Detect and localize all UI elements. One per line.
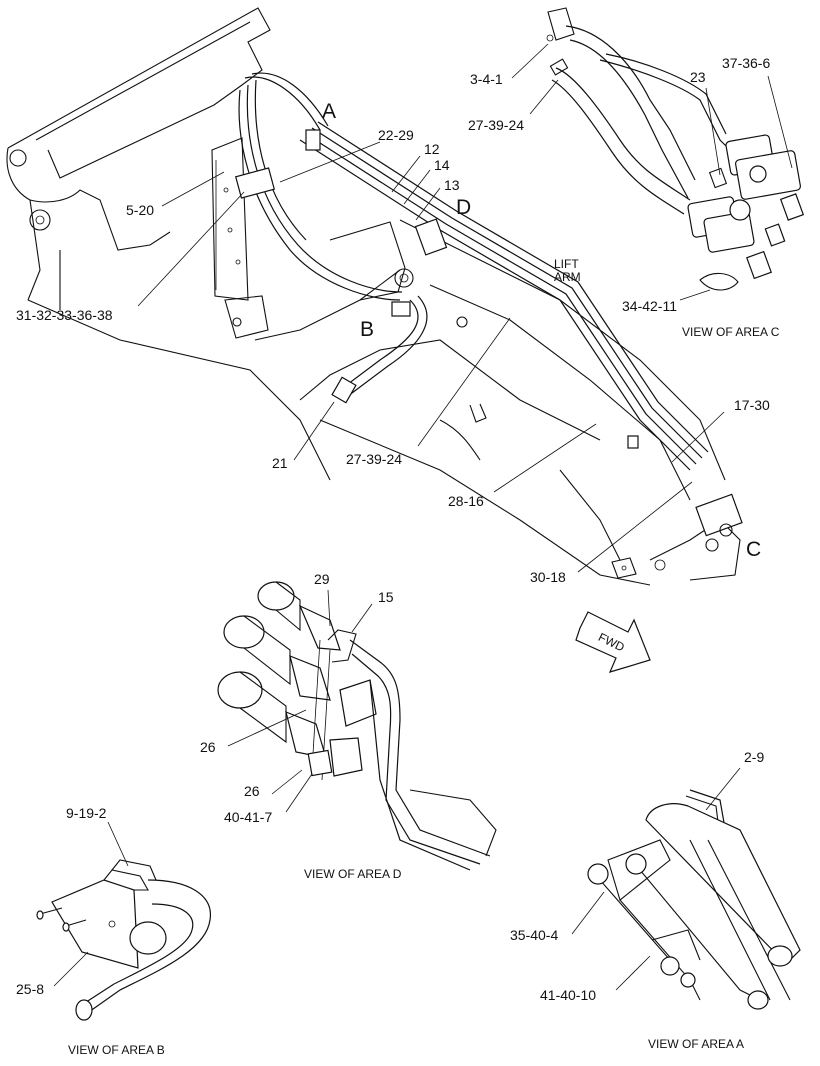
callout-22-29: 22-29: [378, 127, 414, 143]
callout-17-30: 17-30: [734, 397, 770, 413]
callout-3-4-1: 3-4-1: [470, 71, 503, 87]
callout-35-40-4: 35-40-4: [510, 927, 558, 943]
view-captions: VIEW OF AREA C VIEW OF AREA D VIEW OF AR…: [68, 325, 780, 1057]
callout-27-39-24-mid: 27-39-24: [346, 451, 402, 467]
callout-12: 12: [424, 141, 440, 157]
area-letter-a: A: [322, 100, 336, 123]
area-letters: A B C D: [322, 100, 761, 561]
callout-27-39-24-top: 27-39-24: [468, 117, 524, 133]
callout-13: 13: [444, 177, 460, 193]
leader-lines: [53, 43, 793, 991]
callout-40-41-7: 40-41-7: [224, 809, 272, 825]
callout-28-16: 28-16: [448, 493, 484, 509]
callout-37-36-6: 37-36-6: [722, 55, 770, 71]
lift-arm-label: LIFT ARM: [554, 257, 581, 284]
callout-34-42-11: 34-42-11: [622, 298, 677, 314]
callout-9-19-2: 9-19-2: [66, 805, 107, 821]
callout-31-32-33-36-38: 31-32-33-36-38: [16, 307, 113, 323]
callout-5-20: 5-20: [126, 202, 154, 218]
callout-26-b: 26: [244, 783, 260, 799]
callout-26-a: 26: [200, 739, 216, 755]
view-area-b-drawing: [36, 859, 211, 1021]
view-area-c-drawing: [546, 7, 805, 291]
loader-frame-drawing: [6, 7, 743, 586]
callout-2-9: 2-9: [744, 749, 764, 765]
lift-arm-label-line1: LIFT: [554, 257, 579, 271]
callout-21: 21: [272, 455, 288, 471]
callout-25-8: 25-8: [16, 981, 44, 997]
area-letter-b: B: [360, 318, 374, 341]
caption-view-area-c: VIEW OF AREA C: [682, 325, 780, 339]
callout-30-18: 30-18: [530, 569, 566, 585]
caption-view-area-a: VIEW OF AREA A: [648, 1037, 744, 1051]
callout-15: 15: [378, 589, 394, 605]
forward-arrow: FWD: [575, 611, 651, 673]
view-area-d-drawing: [217, 581, 497, 871]
caption-view-area-d: VIEW OF AREA D: [304, 867, 402, 881]
part-callouts: 3-4-1 27-39-24 23 37-36-6 22-29 12 14 13…: [16, 55, 770, 1003]
callout-29: 29: [314, 571, 330, 587]
view-area-a-drawing: [587, 789, 801, 1010]
caption-view-area-b: VIEW OF AREA B: [68, 1043, 165, 1057]
callout-41-40-10: 41-40-10: [540, 987, 596, 1003]
callout-23: 23: [690, 69, 706, 85]
lift-arm-label-line2: ARM: [554, 270, 581, 284]
callout-14: 14: [434, 157, 450, 173]
area-letter-c: C: [746, 538, 761, 561]
area-letter-d: D: [456, 196, 471, 219]
